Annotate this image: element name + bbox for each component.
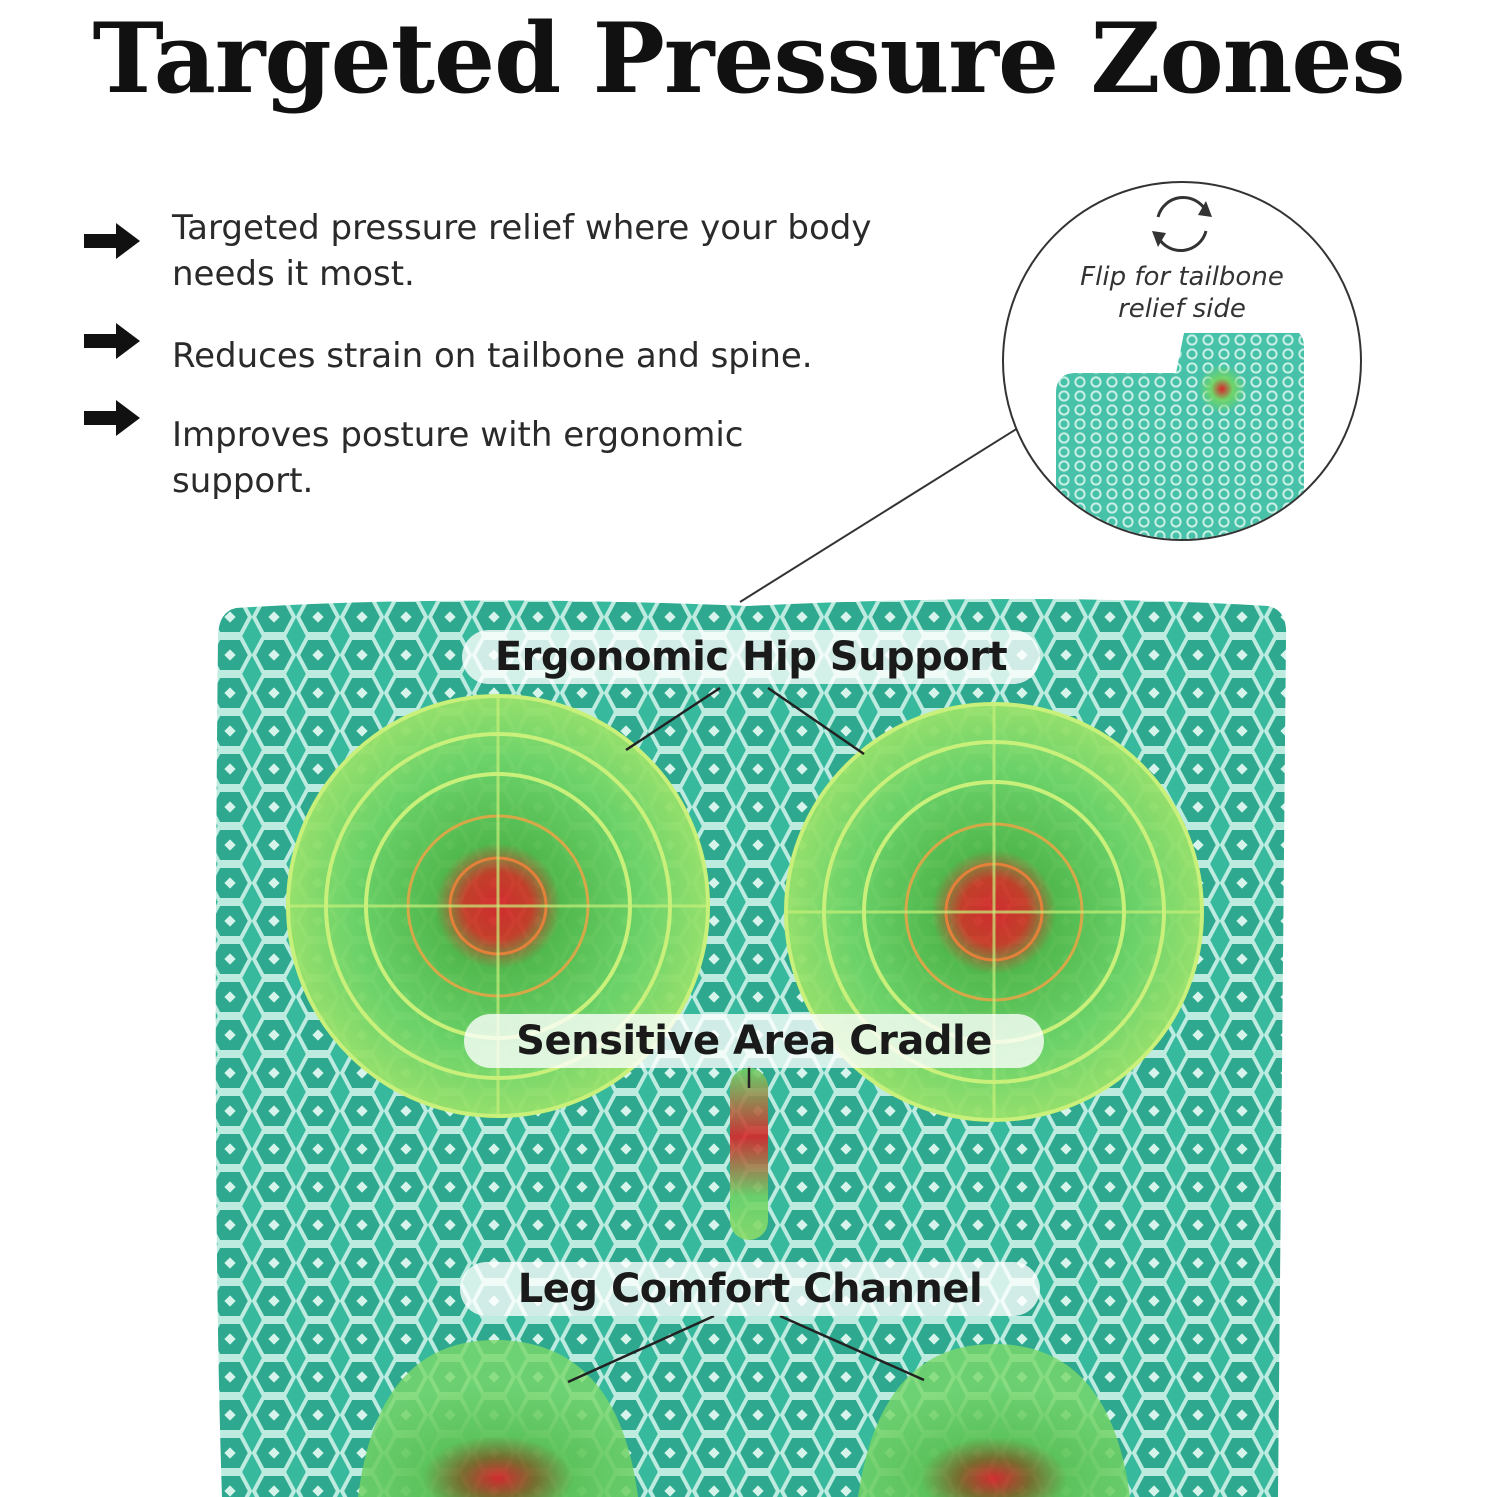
hip-support-label: Ergonomic Hip Support (462, 630, 1040, 684)
arrow-right-icon (84, 323, 140, 359)
arrow-right-icon (84, 400, 140, 436)
leg-zone-right (858, 1344, 1130, 1497)
cradle-zone (730, 1068, 768, 1240)
benefit-text: Reduces strain on tailbone and spine. (172, 336, 813, 376)
page-title: Targeted Pressure Zones (92, 2, 1405, 115)
flip-rotate-icon (1152, 195, 1212, 253)
leg-channel-label: Leg Comfort Channel (460, 1262, 1040, 1316)
cradle-label: Sensitive Area Cradle (464, 1014, 1044, 1068)
benefit-text: Targeted pressure relief where your body… (172, 208, 872, 294)
flipped-cushion-image (1056, 333, 1304, 539)
zone-leader-lines (567, 686, 925, 1384)
hip-zone-left (286, 694, 710, 1118)
leg-zone-left (358, 1339, 638, 1497)
benefit-text: Improves posture with ergonomic support. (172, 415, 744, 501)
arrow-right-icon (84, 223, 140, 259)
flip-caption: Flip for tailbone relief side (1080, 262, 1284, 324)
flip-callout: Flip for tailbone relief side (1002, 181, 1362, 541)
